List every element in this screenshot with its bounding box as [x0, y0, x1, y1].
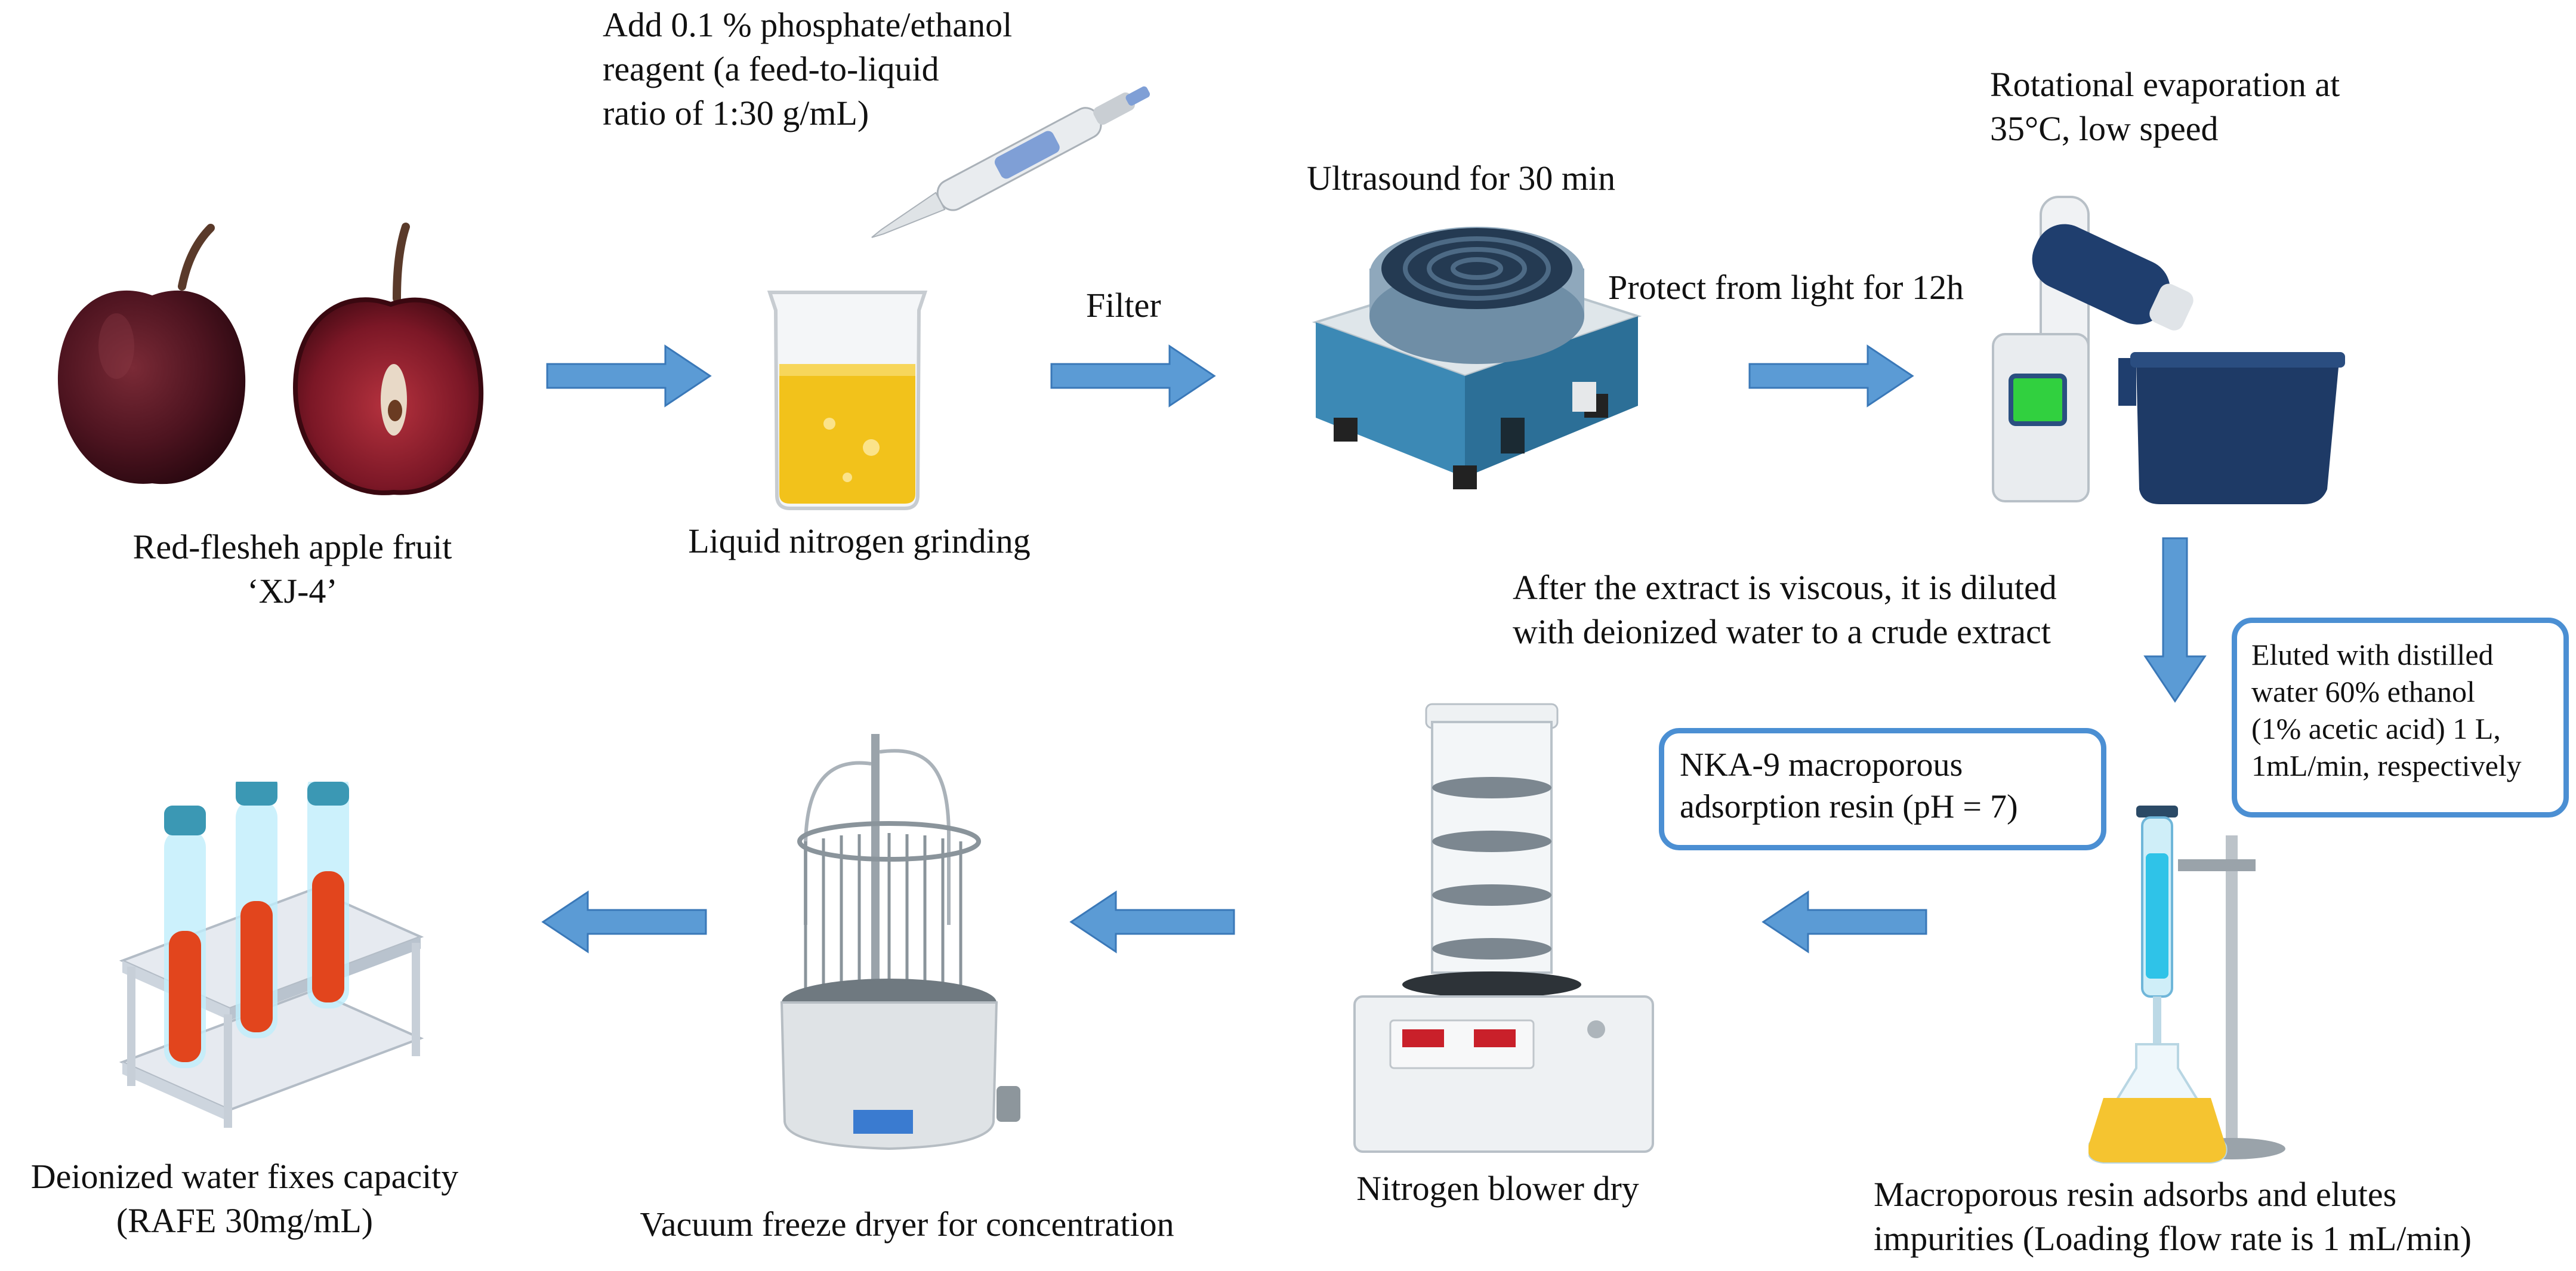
dilute-label-line1: After the extract is viscous, it is dilu… [1513, 568, 2057, 607]
freeze-dryer-label: Vacuum freeze dryer for concentration [640, 1205, 1174, 1244]
evaporation-label-line2: 35°C, low speed [1990, 109, 2219, 148]
arrow-left-1 [1761, 890, 1927, 954]
macroporous-label: Macroporous resin adsorbs and elutes imp… [1874, 1173, 2472, 1261]
arrow-right-1 [546, 344, 712, 408]
apple-label: Red-flesheh apple fruit ‘XJ-4’ [84, 525, 501, 613]
arrow-left-3 [541, 890, 707, 954]
elute-callout-line3: (1% acetic acid) 1 L, [2251, 712, 2501, 745]
freeze-dryer-icon [1353, 703, 1654, 1153]
fix-capacity-label: Deionized water fixes capacity (RAFE 30m… [0, 1155, 489, 1243]
macroporous-label-line1: Macroporous resin adsorbs and elutes [1874, 1175, 2397, 1214]
protect-label: Protect from light for 12h [1608, 268, 1964, 307]
fix-capacity-label-line2: (RAFE 30mg/mL) [116, 1201, 374, 1240]
filter-label: Filter [1086, 286, 1161, 325]
elute-callout: Eluted with distilled water 60% ethanol … [2232, 618, 2569, 817]
elute-callout-line2: water 60% ethanol [2251, 675, 2475, 708]
evaporation-label-line1: Rotational evaporation at [1990, 65, 2340, 104]
grinding-label: Liquid nitrogen grinding [688, 522, 1031, 560]
dilute-label-line2: with deionized water to a crude extract [1513, 612, 2051, 651]
fix-capacity-label-line1: Deionized water fixes capacity [30, 1157, 459, 1196]
macroporous-label-line2: impurities (Loading flow rate is 1 mL/mi… [1874, 1219, 2472, 1258]
arrow-left-2 [1069, 890, 1235, 954]
reagent-label: Add 0.1 % phosphate/ethanol reagent (a f… [603, 3, 1012, 135]
resin-callout-line1: NKA-9 macroporous [1680, 746, 1963, 783]
resin-callout: NKA-9 macroporous adsorption resin (pH =… [1659, 728, 2106, 850]
beaker-icon [767, 291, 928, 510]
reagent-label-line1: Add 0.1 % phosphate/ethanol [603, 5, 1013, 44]
apple-label-line2: ‘XJ-4’ [247, 572, 338, 610]
arrow-down [2143, 537, 2207, 703]
reagent-label-line3: ratio of 1:30 g/mL) [603, 94, 869, 132]
resin-callout-line2: adsorption resin (pH = 7) [1680, 788, 2018, 825]
apple-label-line1: Red-flesheh apple fruit [132, 527, 452, 566]
evaporation-label: Rotational evaporation at 35°C, low spee… [1990, 63, 2340, 151]
dilute-label: After the extract is viscous, it is dilu… [1513, 566, 2057, 654]
nitrogen-evaporator-icon [780, 734, 1020, 1150]
test-tube-rack-icon [119, 782, 424, 1128]
pipette-icon [871, 86, 1150, 238]
resin-column-icon [2088, 806, 2285, 1164]
ultrasound-label: Ultrasound for 30 min [1307, 159, 1616, 198]
half-apple-icon [292, 223, 484, 495]
reagent-label-line2: reagent (a feed-to-liquid [603, 50, 939, 88]
elute-callout-line4: 1mL/min, respectively [2251, 749, 2522, 782]
rotary-evaporator-icon [1992, 196, 2345, 504]
whole-apple-icon [57, 224, 246, 485]
arrow-right-3 [1748, 344, 1914, 408]
ultrasound-bath-icon [1312, 227, 1642, 489]
nitrogen-blower-label: Nitrogen blower dry [1356, 1169, 1639, 1208]
elute-callout-line1: Eluted with distilled [2251, 638, 2494, 671]
arrow-right-2 [1050, 344, 1216, 408]
